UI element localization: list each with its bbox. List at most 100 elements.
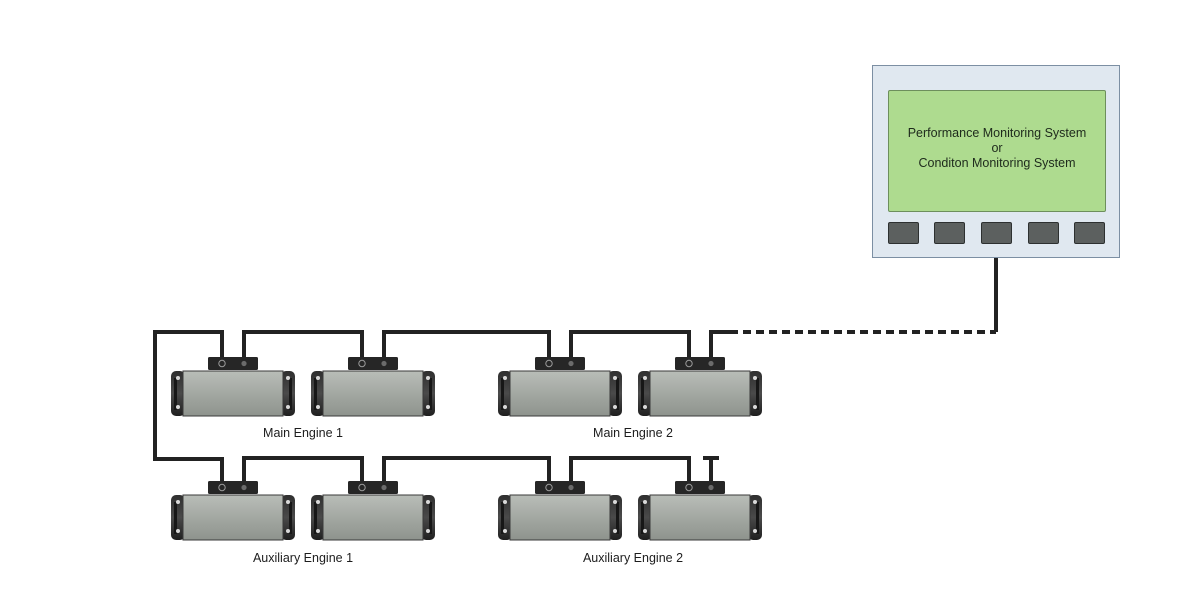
connector-block bbox=[535, 481, 585, 494]
bolt-icon bbox=[176, 529, 180, 533]
sensor-cap-ridge bbox=[756, 378, 759, 410]
bolt-icon bbox=[643, 500, 647, 504]
sensor-cap-ridge bbox=[429, 502, 432, 534]
bolt-icon bbox=[286, 376, 290, 380]
sensor-cap-ridge bbox=[174, 502, 177, 534]
sensor-unit bbox=[311, 357, 435, 417]
bolt-icon bbox=[643, 405, 647, 409]
bolt-icon bbox=[176, 500, 180, 504]
sensor-unit bbox=[311, 481, 435, 541]
connector-block bbox=[675, 481, 725, 494]
connector-port-icon bbox=[241, 484, 247, 491]
bolt-icon bbox=[316, 405, 320, 409]
sensor-body bbox=[649, 370, 751, 417]
sensor-cap-ridge bbox=[174, 378, 177, 410]
sensor-body bbox=[322, 370, 424, 417]
monitor-keypad bbox=[888, 222, 1106, 244]
connector-port-icon bbox=[568, 484, 574, 491]
main-engine-bus bbox=[153, 330, 730, 482]
connector-block bbox=[348, 357, 398, 370]
group-label-auxiliary-engine-2: Auxiliary Engine 2 bbox=[582, 551, 684, 565]
bolt-icon bbox=[753, 376, 757, 380]
group-label-main-engine-1: Main Engine 1 bbox=[263, 426, 343, 440]
sensor-body bbox=[182, 370, 284, 417]
sensor-cap-ridge bbox=[616, 378, 619, 410]
sensor-body bbox=[509, 370, 611, 417]
bolt-icon bbox=[753, 529, 757, 533]
connector-block bbox=[535, 357, 585, 370]
connector-port-icon bbox=[708, 360, 714, 367]
sensor-cap-ridge bbox=[314, 502, 317, 534]
connector-port-icon bbox=[685, 359, 693, 368]
connector-block bbox=[675, 357, 725, 370]
bolt-icon bbox=[613, 529, 617, 533]
monitor-key-2[interactable] bbox=[934, 222, 965, 244]
bolt-icon bbox=[426, 500, 430, 504]
sensor-cap-ridge bbox=[289, 378, 292, 410]
bolt-icon bbox=[613, 376, 617, 380]
sensor-cap-ridge bbox=[501, 378, 504, 410]
sensor-cap-ridge bbox=[756, 502, 759, 534]
cable-segment bbox=[382, 456, 551, 482]
connector-block bbox=[208, 357, 258, 370]
bolt-icon bbox=[643, 529, 647, 533]
bolt-icon bbox=[426, 529, 430, 533]
cable-segment bbox=[569, 456, 691, 482]
bolt-icon bbox=[316, 529, 320, 533]
group-label-main-engine-2: Main Engine 2 bbox=[593, 426, 673, 440]
sensor-cap-ridge bbox=[289, 502, 292, 534]
sensor-body bbox=[182, 494, 284, 541]
monitor-screen: Performance Monitoring System or Condito… bbox=[888, 90, 1106, 212]
sensor-body bbox=[322, 494, 424, 541]
bolt-icon bbox=[503, 500, 507, 504]
connector-block bbox=[208, 481, 258, 494]
connector-port-icon bbox=[545, 483, 553, 492]
connector-port-icon bbox=[708, 484, 714, 491]
connector-port-icon bbox=[381, 360, 387, 367]
group-label-auxiliary-engine-1: Auxiliary Engine 1 bbox=[252, 551, 354, 565]
monitor-key-1[interactable] bbox=[888, 222, 919, 244]
screen-line-2: or bbox=[991, 140, 1003, 155]
bolt-icon bbox=[503, 376, 507, 380]
sensor-cap-ridge bbox=[641, 378, 644, 410]
monitoring-system-unit: Performance Monitoring System or Condito… bbox=[872, 65, 1120, 258]
connector-port-icon bbox=[545, 359, 553, 368]
connector-port-icon bbox=[218, 359, 226, 368]
connector-block bbox=[348, 481, 398, 494]
bolt-icon bbox=[316, 500, 320, 504]
bolt-icon bbox=[503, 405, 507, 409]
cable-segment bbox=[242, 456, 364, 482]
cable-segment bbox=[709, 330, 730, 357]
bolt-icon bbox=[176, 376, 180, 380]
sensor-units bbox=[171, 357, 762, 541]
cable-segment bbox=[569, 330, 691, 357]
bolt-icon bbox=[426, 405, 430, 409]
sensor-unit bbox=[498, 481, 622, 541]
monitor-key-5[interactable] bbox=[1074, 222, 1105, 244]
connector-port-icon bbox=[358, 359, 366, 368]
sensor-unit bbox=[638, 481, 762, 541]
sensor-unit bbox=[498, 357, 622, 417]
bolt-icon bbox=[643, 376, 647, 380]
bolt-icon bbox=[176, 405, 180, 409]
monitor-key-4[interactable] bbox=[1028, 222, 1059, 244]
sensor-cap-ridge bbox=[314, 378, 317, 410]
bolt-icon bbox=[503, 529, 507, 533]
bolt-icon bbox=[316, 376, 320, 380]
cable-segment bbox=[242, 330, 364, 357]
screen-line-1: Performance Monitoring System bbox=[907, 125, 1087, 140]
sensor-unit bbox=[171, 357, 295, 417]
sensor-cap-ridge bbox=[616, 502, 619, 534]
connector-port-icon bbox=[241, 360, 247, 367]
sensor-body bbox=[509, 494, 611, 541]
cable-segment bbox=[153, 330, 224, 482]
sensor-body bbox=[649, 494, 751, 541]
bolt-icon bbox=[286, 500, 290, 504]
connector-port-icon bbox=[381, 484, 387, 491]
cable-segment bbox=[382, 330, 551, 357]
screen-line-3: Conditon Monitoring System bbox=[918, 155, 1076, 170]
bolt-icon bbox=[613, 500, 617, 504]
auxiliary-engine-bus bbox=[242, 456, 719, 482]
monitor-key-3[interactable] bbox=[981, 222, 1012, 244]
